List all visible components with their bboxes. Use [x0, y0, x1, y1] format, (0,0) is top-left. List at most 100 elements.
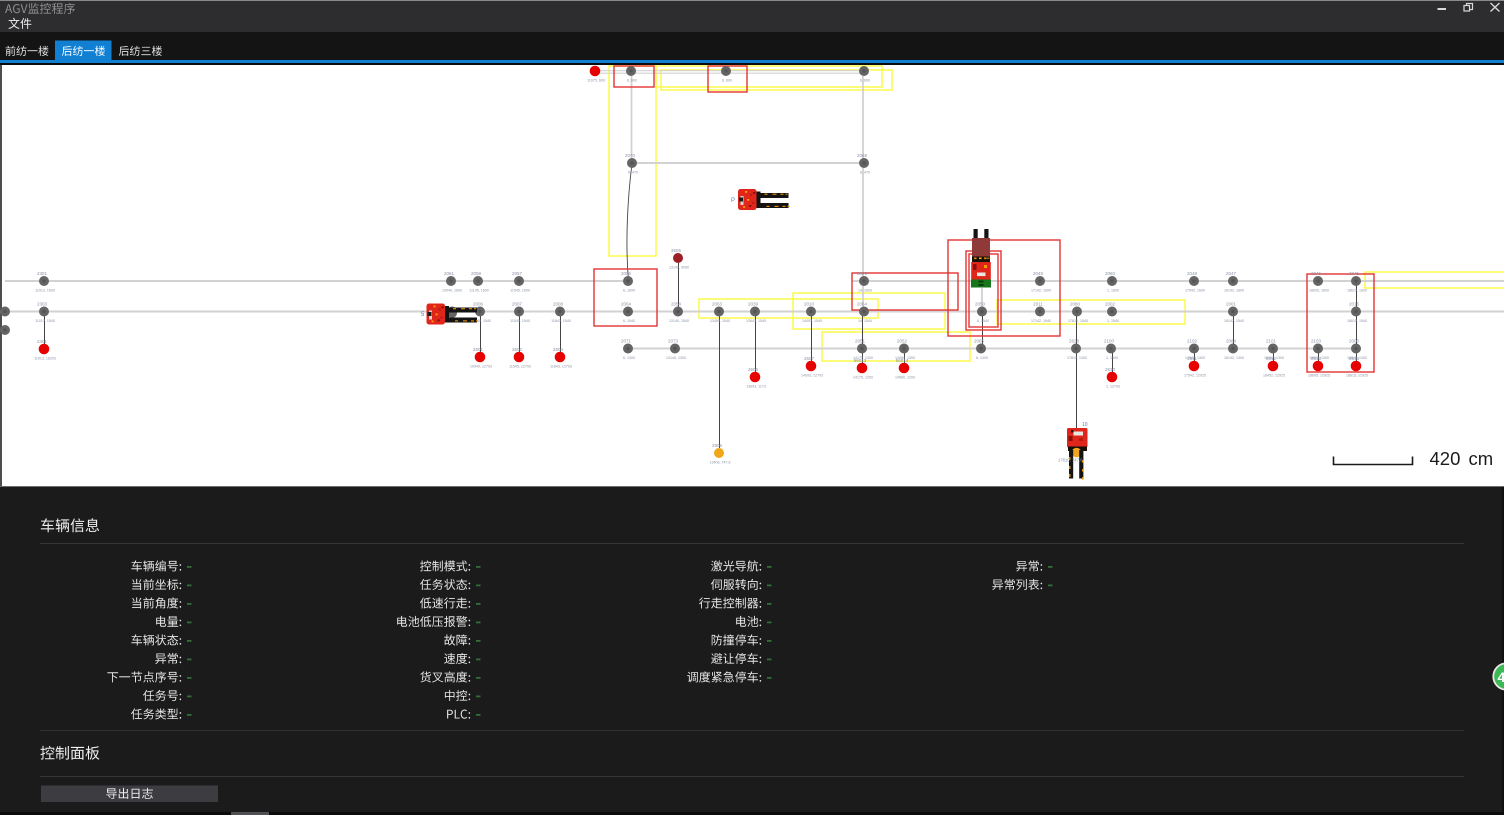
svg-text:6, 470: 6, 470: [628, 171, 638, 175]
svg-text:11013, 16293: 11013, 16293: [34, 357, 56, 361]
svg-text:8809: 8809: [857, 271, 868, 276]
svg-text:420: 420: [1430, 448, 1461, 469]
svg-text:2100: 2100: [1104, 339, 1115, 344]
svg-text:18615, 12925: 18615, 12925: [1346, 374, 1368, 378]
svg-text:2401: 2401: [37, 339, 48, 344]
svg-text:13140, 1540: 13140, 1540: [669, 319, 689, 323]
svg-text:2084: 2084: [1226, 339, 1237, 344]
svg-text:17142, 1540: 17142, 1540: [1031, 319, 1051, 323]
svg-text:14175, 1200: 14175, 1200: [853, 376, 873, 380]
svg-text:6, 1600: 6, 1600: [623, 289, 635, 293]
svg-text:2601: 2601: [473, 347, 484, 352]
svg-text:2011: 2011: [1033, 302, 1043, 307]
svg-text:2051: 2051: [855, 339, 866, 344]
svg-text:11545, 12793: 11545, 12793: [509, 365, 531, 369]
svg-text:5: 5: [421, 312, 425, 318]
svg-text:10: 10: [1082, 422, 1088, 428]
svg-text:56013: 56013: [854, 358, 867, 363]
svg-text:2050: 2050: [975, 302, 986, 307]
svg-text:18142, 1600: 18142, 1600: [1224, 289, 1244, 293]
svg-text:6, 1300: 6, 1300: [976, 356, 988, 360]
svg-text:14580, 1300: 14580, 1300: [895, 356, 915, 360]
svg-text:2303: 2303: [37, 302, 48, 307]
svg-text:2301: 2301: [37, 271, 48, 276]
svg-text:2056: 2056: [621, 271, 632, 276]
svg-text:1, 12793: 1, 12793: [1106, 385, 1120, 389]
svg-text:11843, 1540: 11843, 1540: [551, 319, 571, 323]
svg-text:14, 1600: 14, 1600: [858, 289, 872, 293]
svg-text:2905: 2905: [712, 443, 723, 448]
svg-text:2006: 2006: [473, 302, 484, 307]
svg-text:17810, 1300: 17810, 1300: [1067, 356, 1087, 360]
svg-text:2630: 2630: [1105, 367, 1116, 372]
svg-text:6, 1540: 6, 1540: [623, 319, 635, 323]
svg-text:2612: 2612: [1266, 356, 1277, 361]
svg-text:18615, 1300: 18615, 1300: [1347, 356, 1367, 360]
svg-text:2007: 2007: [512, 302, 523, 307]
svg-text:2047: 2047: [1226, 271, 1237, 276]
svg-text:2063: 2063: [712, 302, 723, 307]
svg-text:10940, 1600: 10940, 1600: [442, 289, 462, 293]
svg-text:10940, 1540: 10940, 1540: [471, 319, 491, 323]
svg-text:13406, 747.6: 13406, 747.6: [710, 461, 731, 465]
svg-text:6, 600: 6, 600: [860, 79, 870, 83]
svg-text:13643, 1173: 13643, 1173: [746, 385, 766, 389]
svg-text:17542, 12925: 17542, 12925: [1184, 374, 1206, 378]
svg-text:1, 1600: 1, 1600: [1107, 289, 1119, 293]
svg-text:6, 600: 6, 600: [627, 79, 637, 83]
svg-text:2049: 2049: [1033, 271, 1044, 276]
svg-text:2607: 2607: [804, 356, 815, 361]
svg-text:14093, 12793: 14093, 12793: [801, 374, 823, 378]
svg-text:2606: 2606: [748, 367, 759, 372]
svg-text:1, 1300: 1, 1300: [1106, 356, 1118, 360]
svg-text:2605: 2605: [671, 248, 682, 253]
svg-text:2103: 2103: [1311, 339, 1322, 344]
svg-text:2048: 2048: [1187, 271, 1198, 276]
svg-text:2054: 2054: [671, 302, 682, 307]
svg-text:14, 1540: 14, 1540: [858, 319, 872, 323]
svg-text:2015: 2015: [1349, 302, 1360, 307]
svg-text:2614: 2614: [1349, 356, 1360, 361]
svg-text:2101: 2101: [1266, 339, 1277, 344]
svg-text:6, 1540: 6, 1540: [977, 319, 989, 323]
svg-text:2008: 2008: [553, 302, 564, 307]
svg-text:2613: 2613: [1311, 356, 1322, 361]
svg-text:17810, 747.6: 17810, 747.6: [1058, 458, 1083, 463]
svg-text:2058: 2058: [471, 271, 482, 276]
svg-text:18605, 1600: 18605, 1600: [1309, 289, 1329, 293]
svg-text:2046: 2046: [1311, 271, 1322, 276]
svg-text:2057: 2057: [512, 271, 523, 276]
svg-text:18452, 12925: 18452, 12925: [1263, 374, 1285, 378]
svg-text:18142, 1540: 18142, 1540: [1224, 319, 1244, 323]
svg-text:2065: 2065: [974, 339, 985, 344]
svg-text:2611: 2611: [1187, 356, 1197, 361]
svg-text:2602: 2602: [512, 347, 523, 352]
svg-text:2073: 2073: [668, 339, 679, 344]
svg-text:10940, 12793: 10940, 12793: [470, 365, 492, 369]
svg-text:13140, 9050: 13140, 9050: [669, 266, 689, 270]
svg-text:14175, 1300: 14175, 1300: [853, 356, 873, 360]
svg-text:56014: 56014: [896, 358, 909, 363]
svg-text:11545, 1540: 11545, 1540: [510, 319, 530, 323]
svg-text:14580, 1200: 14580, 1200: [895, 376, 915, 380]
svg-text:18605, 12925: 18605, 12925: [1308, 374, 1330, 378]
svg-text:2070: 2070: [625, 153, 636, 158]
svg-text:11843, 12793: 11843, 12793: [550, 365, 572, 369]
svg-text:11545, 1600: 11545, 1600: [510, 289, 530, 293]
svg-text:2039: 2039: [748, 302, 759, 307]
svg-text:2052: 2052: [897, 339, 908, 344]
svg-text:18615, 1600: 18615, 1600: [1347, 289, 1367, 293]
svg-text:13459, 1540: 13459, 1540: [710, 319, 730, 323]
svg-text:2002: 2002: [1105, 302, 1116, 307]
svg-text:P: P: [731, 198, 735, 204]
svg-text:2004: 2004: [621, 302, 632, 307]
svg-text:14093, 1540: 14093, 1540: [802, 319, 822, 323]
svg-text:11013, 1600: 11013, 1600: [35, 289, 55, 293]
svg-text:2045: 2045: [1349, 271, 1360, 276]
svg-text:18452, 1300: 18452, 1300: [1264, 356, 1284, 360]
svg-text:17810, 1540: 17810, 1540: [1068, 319, 1088, 323]
svg-text:13643, 1540: 13643, 1540: [746, 319, 766, 323]
svg-text:2080: 2080: [1070, 302, 1081, 307]
svg-text:2000: 2000: [1349, 339, 1360, 344]
svg-text:18605, 1300: 18605, 1300: [1309, 356, 1329, 360]
